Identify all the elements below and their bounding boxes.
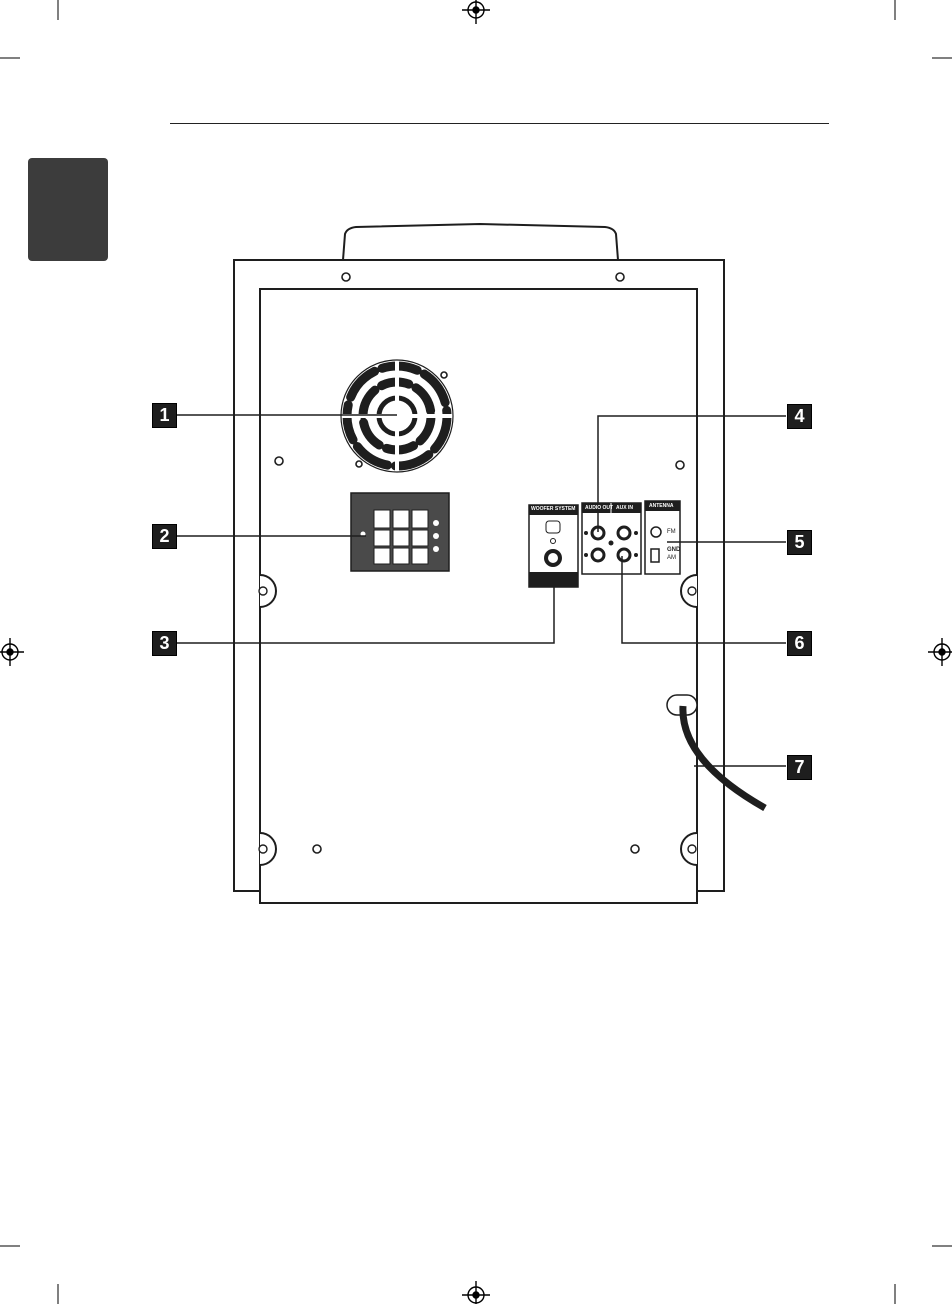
callout-2: 2 — [152, 524, 177, 549]
gnd-label: GND — [667, 547, 680, 553]
fm-label: FM — [667, 529, 676, 535]
registration-mark-icon — [462, 1281, 490, 1304]
registration-mark-icon — [462, 0, 490, 24]
registration-mark-icon — [0, 638, 24, 666]
audio-aux-panel — [582, 503, 641, 574]
registration-mark-icon — [928, 638, 952, 666]
callout-5: 5 — [787, 530, 812, 555]
woofer-system-panel — [529, 505, 578, 587]
antenna-label: ANTENNA — [649, 503, 673, 509]
aux-in-label: AUX IN — [616, 505, 633, 511]
callout-6: 6 — [787, 631, 812, 656]
am-label: AM — [667, 555, 676, 561]
speaker-terminal-panel — [351, 493, 449, 571]
woofer-system-label: WOOFER SYSTEM — [531, 506, 575, 512]
callout-1: 1 — [152, 403, 177, 428]
antenna-panel — [645, 501, 680, 574]
callout-3: 3 — [152, 631, 177, 656]
callout-7: 7 — [787, 755, 812, 780]
callout-4: 4 — [787, 404, 812, 429]
audio-out-label: AUDIO OUT — [585, 505, 613, 511]
